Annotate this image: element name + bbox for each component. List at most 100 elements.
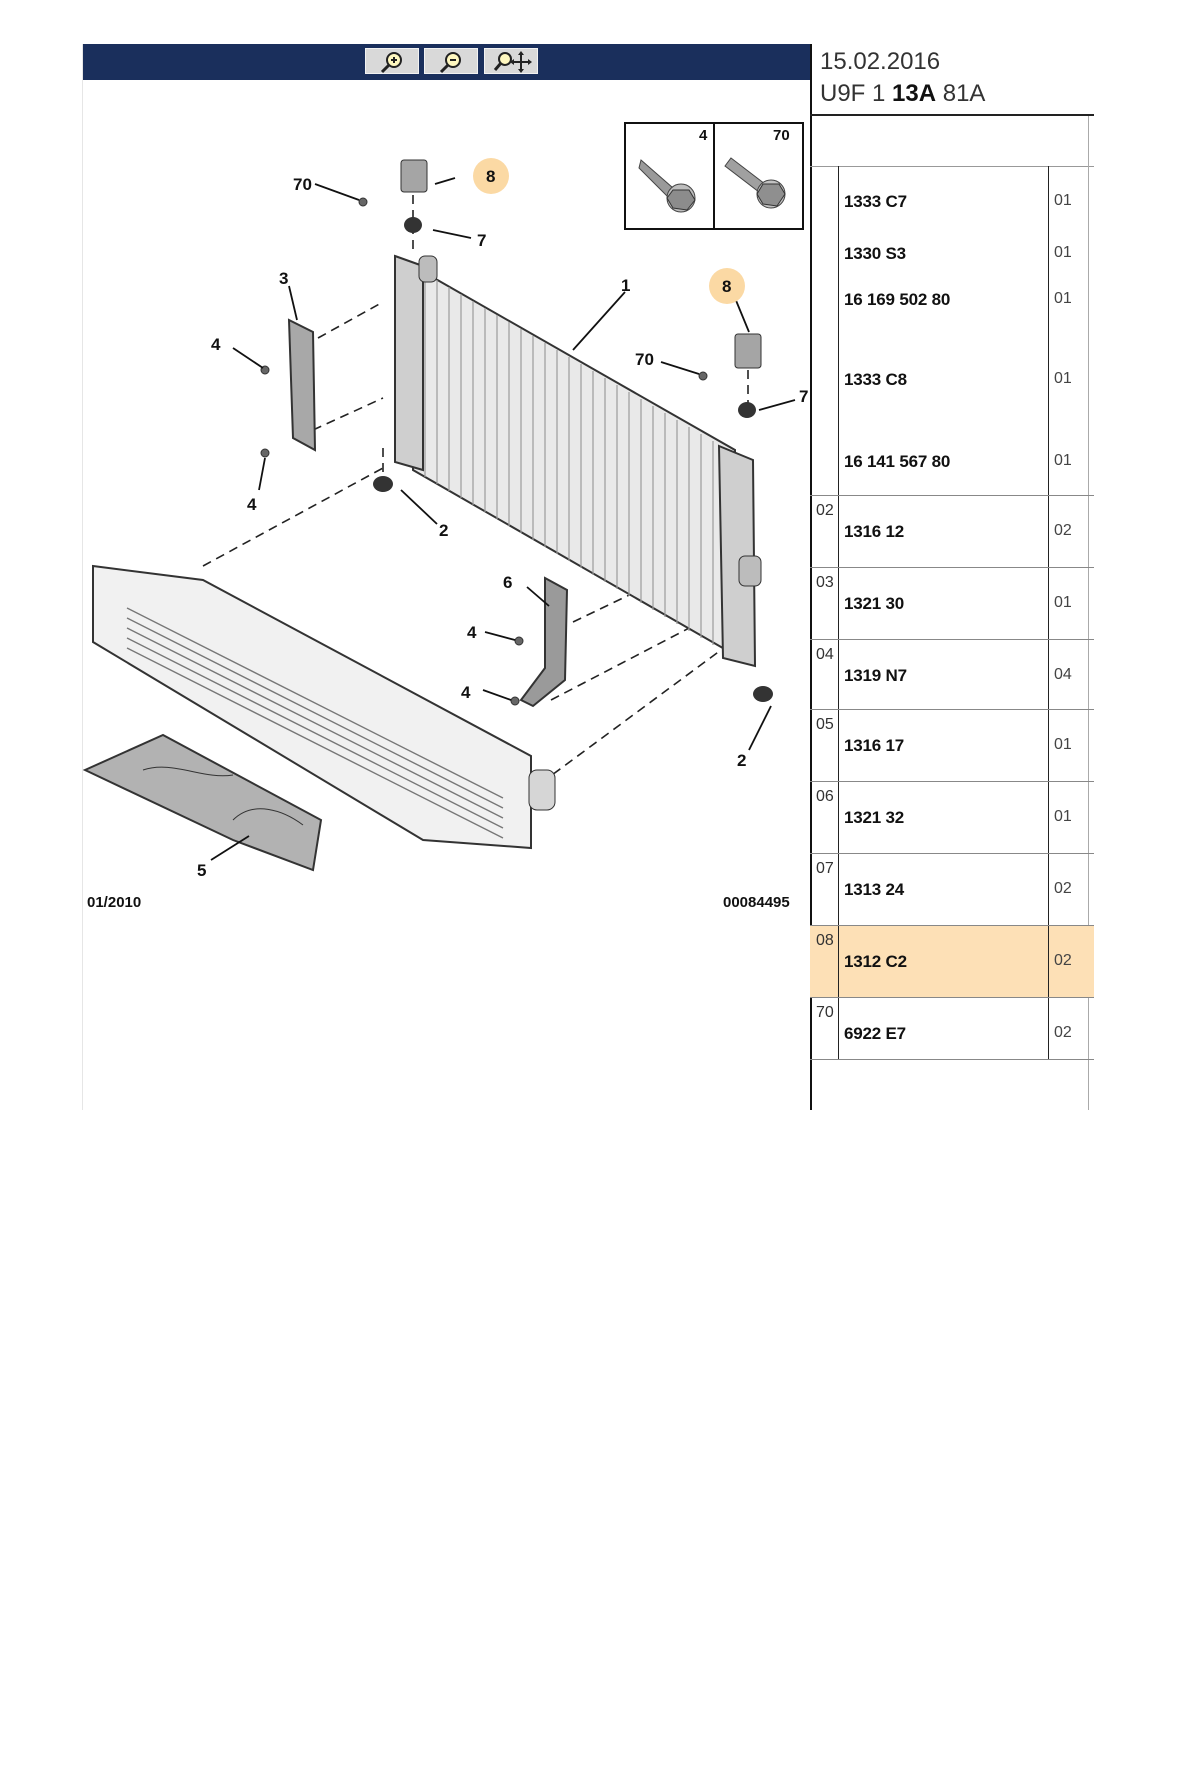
mounting-bracket-8-top[interactable]: [400, 159, 428, 193]
callout-6[interactable]: 6: [503, 573, 512, 592]
part-number[interactable]: 1313 24: [844, 880, 905, 899]
callout-2-left[interactable]: 2: [439, 521, 448, 540]
part-number[interactable]: 1321 32: [844, 808, 905, 827]
callout-2-right[interactable]: 2: [737, 751, 746, 770]
callout-leader-lines: [210, 177, 796, 861]
zoom-in-magnifier-icon: [380, 52, 402, 74]
column-divider: [838, 416, 839, 495]
column-divider: [1048, 710, 1049, 781]
zoom-out-button[interactable]: [424, 48, 478, 74]
callout-5[interactable]: 5: [197, 861, 206, 880]
catalog-date: 15.02.2016: [820, 48, 941, 75]
rubber-mount-7-top[interactable]: [404, 217, 422, 233]
exploded-parts-diagram[interactable]: 4 70: [83, 80, 811, 1110]
bracket-part-3[interactable]: [287, 318, 317, 452]
callout-4-deflector-lower[interactable]: 4: [461, 683, 471, 702]
row-index: 08: [816, 932, 834, 949]
rubber-mount-2-left[interactable]: [373, 476, 393, 492]
callout-70-top[interactable]: 70: [293, 175, 312, 194]
column-divider: [1048, 416, 1049, 495]
mounting-bracket-8-right[interactable]: [734, 333, 762, 369]
column-divider: [838, 710, 839, 781]
screws: [260, 197, 708, 706]
bolt-70-icon: [724, 157, 786, 209]
column-divider: [838, 926, 839, 997]
zoom-out-magnifier-icon: [439, 52, 461, 74]
part-number[interactable]: 1312 C2: [844, 952, 907, 971]
row-index: 05: [816, 716, 834, 733]
row-index: 03: [816, 574, 834, 591]
part-number[interactable]: 16 169 502 80: [844, 290, 951, 309]
callout-1[interactable]: 1: [621, 276, 630, 295]
part-number[interactable]: 16 141 567 80: [844, 452, 951, 471]
table-left-border: [810, 44, 812, 1110]
part-number[interactable]: 1316 17: [844, 736, 905, 755]
row-index: 06: [816, 788, 834, 805]
inset-label-4: 4: [699, 127, 708, 144]
table-row[interactable]: 16 169 502 80 01: [810, 280, 1094, 334]
callout-7-right[interactable]: 7: [799, 387, 808, 406]
callout-4-upper-left[interactable]: 4: [211, 335, 221, 354]
catalog-code: U9F 1 13A 81A: [820, 80, 985, 108]
quantity: 02: [1054, 1024, 1072, 1041]
radiator[interactable]: [394, 254, 762, 668]
callout-3[interactable]: 3: [279, 269, 288, 288]
quantity: 01: [1054, 370, 1072, 387]
callout-8-top[interactable]: 8: [486, 167, 495, 186]
callout-70-right[interactable]: 70: [635, 350, 654, 369]
part-number[interactable]: 1333 C7: [844, 192, 907, 211]
table-row[interactable]: 08 1312 C2 02: [810, 926, 1094, 998]
part-number[interactable]: 1319 N7: [844, 666, 907, 685]
zoom-pan-button[interactable]: [484, 48, 538, 74]
callout-8-right[interactable]: 8: [722, 277, 731, 296]
quantity: 02: [1054, 952, 1072, 969]
rubber-mount-2-right[interactable]: [753, 686, 773, 702]
zoom-in-button[interactable]: [365, 48, 419, 74]
column-divider: [838, 166, 839, 234]
part-number[interactable]: 1333 C8: [844, 370, 907, 389]
quantity: 01: [1054, 290, 1072, 307]
column-divider: [1048, 998, 1049, 1059]
column-divider: [838, 998, 839, 1059]
table-row[interactable]: 1333 C8 01: [810, 334, 1094, 416]
diagram-date: 01/2010: [87, 894, 141, 911]
column-divider: [1048, 568, 1049, 639]
callout-7-top[interactable]: 7: [477, 231, 486, 250]
column-divider: [838, 234, 839, 280]
part-number[interactable]: 1330 S3: [844, 244, 906, 263]
intercooler[interactable]: [92, 564, 556, 850]
diagram-reference-number: 00084495: [723, 894, 790, 911]
part-number[interactable]: 1321 30: [844, 594, 905, 613]
part-number[interactable]: 6922 E7: [844, 1024, 906, 1043]
table-right-border: [1088, 116, 1089, 1110]
rubber-mount-7-right[interactable]: [738, 402, 756, 418]
zoom-pan-icon: [493, 51, 532, 73]
callout-highlight-8-right: [709, 268, 745, 304]
quantity: 02: [1054, 880, 1072, 897]
catalog-code-group: 13A: [892, 80, 937, 107]
callout-4-lower-left[interactable]: 4: [247, 495, 257, 514]
column-divider: [1048, 166, 1049, 234]
table-row[interactable]: 06 1321 32 01: [810, 782, 1094, 854]
deflector-part-6[interactable]: [519, 576, 569, 708]
column-divider: [1048, 926, 1049, 997]
column-divider: [1048, 782, 1049, 853]
callout-highlight-8-top: [473, 158, 509, 194]
column-divider: [838, 640, 839, 709]
callout-4-deflector-upper[interactable]: 4: [467, 623, 477, 642]
foam-pad-part-5[interactable]: [83, 733, 323, 872]
column-divider: [838, 334, 839, 416]
part-number[interactable]: 1316 12: [844, 522, 905, 541]
quantity: 01: [1054, 808, 1072, 825]
row-index: 02: [816, 502, 834, 519]
